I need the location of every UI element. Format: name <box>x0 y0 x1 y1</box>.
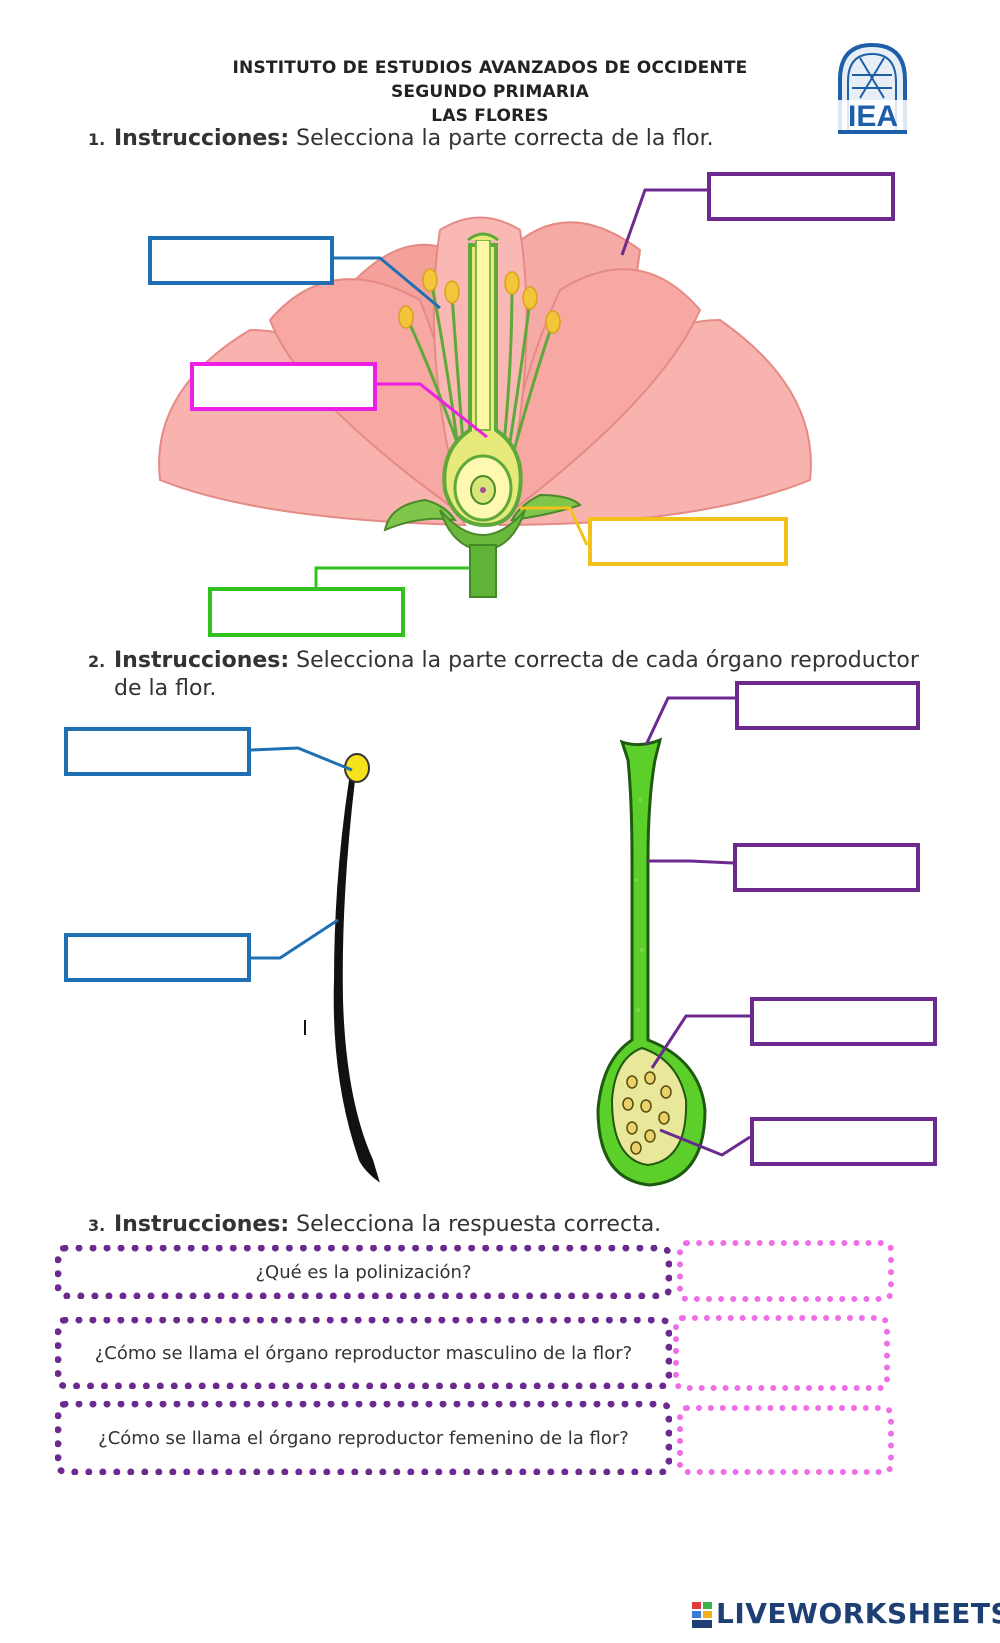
instruction-label: Instrucciones: <box>114 648 290 673</box>
flower-answer-stamen[interactable] <box>148 236 334 285</box>
flower-answer-stem[interactable] <box>208 587 405 637</box>
answer-dropdown-3[interactable] <box>677 1405 894 1475</box>
instruction-1: 1. Instrucciones: Selecciona la parte cor… <box>88 126 714 151</box>
stamen-answer-filament[interactable] <box>64 933 251 982</box>
instruction-number: 1. <box>88 130 106 149</box>
instruction-number: 2. <box>88 652 106 671</box>
stamen-answer-anther[interactable] <box>64 727 251 776</box>
pistil-answer-stigma[interactable] <box>735 681 920 730</box>
organ-pointer-lines <box>250 696 751 1157</box>
flower-answer-sepal[interactable] <box>588 517 788 566</box>
instruction-text: Selecciona la parte correcta de cada órg… <box>289 648 919 673</box>
pistil-answer-ovules[interactable] <box>750 1117 937 1166</box>
instruction-text: Selecciona la parte correcta de la flor. <box>289 126 714 151</box>
instruction-label: Instrucciones: <box>114 126 290 151</box>
school-name: INSTITUTO DE ESTUDIOS AVANZADOS DE OCCID… <box>232 58 748 78</box>
answer-dropdown-2[interactable] <box>673 1315 890 1391</box>
instruction-number: 3. <box>88 1216 106 1235</box>
worksheet-title: LAS FLORES <box>431 106 549 126</box>
liveworksheets-icon <box>692 1602 712 1628</box>
instruction-text: Selecciona la respuesta correcta. <box>289 1212 662 1237</box>
grade-label: SEGUNDO PRIMARIA <box>390 82 590 102</box>
flower-answer-pistil[interactable] <box>190 362 377 411</box>
instruction-2: 2. Instrucciones: Selecciona la parte cor… <box>88 648 919 673</box>
instruction-2-continued: de la flor. <box>114 676 217 701</box>
school-logo: IEA <box>834 42 912 134</box>
instruction-3: 3. Instrucciones: Selecciona la respuesta… <box>88 1212 661 1237</box>
question-2: ¿Cómo se llama el órgano reproductor mas… <box>55 1317 672 1389</box>
question-text: ¿Cómo se llama el órgano reproductor mas… <box>94 1342 633 1364</box>
anthers <box>398 268 561 334</box>
answer-dropdown-1[interactable] <box>677 1240 894 1302</box>
instruction-label: Instrucciones: <box>114 1212 290 1237</box>
logo-text: IEA <box>848 100 898 133</box>
pistil-answer-ovary[interactable] <box>750 997 937 1046</box>
question-3: ¿Cómo se llama el órgano reproductor fem… <box>55 1401 672 1475</box>
question-1: ¿Qué es la polinización? <box>55 1245 672 1299</box>
flower-answer-petal[interactable] <box>707 172 895 221</box>
receptacle-and-stem <box>383 493 582 598</box>
reproductive-organs-diagram <box>250 696 751 1187</box>
pointer-lines <box>314 188 707 588</box>
stamen-illustration <box>304 753 380 1183</box>
pistil-illustration <box>596 737 707 1187</box>
liveworksheets-logo: LIVEWORKSHEETS <box>716 1597 1000 1630</box>
pistil <box>442 232 523 528</box>
flower-diagram <box>158 188 812 598</box>
question-text: ¿Cómo se llama el órgano reproductor fem… <box>98 1427 629 1449</box>
pistil-answer-style[interactable] <box>733 843 920 892</box>
question-text: ¿Qué es la polinización? <box>255 1261 472 1283</box>
